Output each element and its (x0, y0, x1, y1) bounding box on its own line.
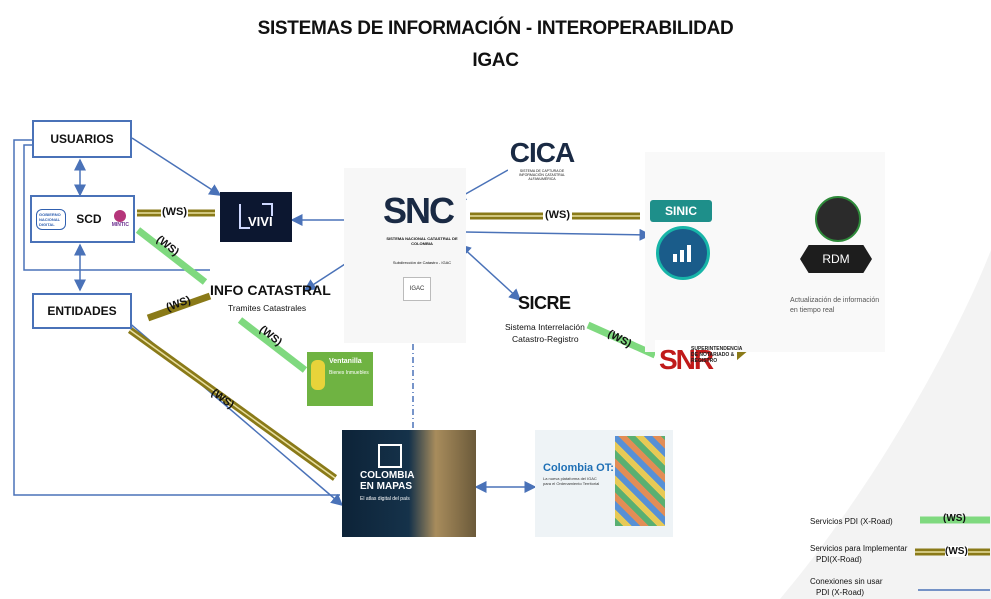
snr-subtitle: SUPERINTENDENCIA DE NOTARIADO & REGISTRO (691, 346, 743, 364)
legend-item-2-line1: Servicios para Implementar (810, 544, 908, 553)
mintic-logo: MINTIC (112, 210, 129, 228)
rdm-icon (815, 196, 861, 242)
sinic-node[interactable]: SINIC (650, 200, 712, 222)
legend-item-2-line2: PDI(X-Road) (816, 555, 862, 564)
ws-bar-scd-info (135, 227, 208, 285)
entidades-node[interactable]: ENTIDADES (32, 293, 132, 329)
sinic-chart-icon (656, 226, 710, 280)
info-catastral-node[interactable]: INFO CATASTRAL (210, 282, 331, 298)
sicre-sub2: Catastro-Registro (512, 334, 579, 344)
cica-subtitle: SISTEMA DE CAPTURA DE INFORMACIÓN CATAST… (519, 169, 565, 181)
legend-ws-1: (WS) (943, 513, 966, 524)
ventanilla-label: Ventanilla (329, 358, 362, 365)
connector-usuarios-mapas (13, 139, 340, 496)
ventanilla-node[interactable]: Ventanilla Bienes Inmuebles (307, 352, 373, 406)
ventanilla-sub: Bienes Inmuebles (329, 370, 369, 376)
ws-bar-info-ventanilla (237, 317, 308, 373)
igac-logo: IGAC (403, 277, 431, 301)
cica-logo: CICA (509, 137, 575, 168)
connector-usuarios-info (23, 144, 210, 271)
ventanilla-icon (311, 360, 325, 390)
diagram-subtitle: IGAC (472, 50, 519, 71)
usuarios-label: USUARIOS (50, 132, 114, 146)
vivi-label: VIVI (248, 214, 273, 229)
legend-item-1: Servicios PDI (X-Road) (810, 517, 893, 526)
snc-panel (344, 168, 466, 343)
connector-usuarios-vivi (131, 137, 222, 196)
ws-label-snc-sinic: (WS) (543, 209, 573, 221)
connector-snc-sinic (464, 228, 652, 241)
legend-item-3-line2: PDI (X-Road) (816, 588, 865, 597)
scd-label: SCD (76, 212, 102, 226)
ws-bar-sicre-snr (586, 321, 657, 359)
colombia-mapas-title: COLOMBIA EN MAPAS (360, 470, 415, 492)
watermark-shape (780, 250, 991, 599)
scd-node[interactable]: GOBIERNO NACIONAL DIGITAL SCD MINTIC (30, 195, 135, 243)
snc-caption: Subdirección de Catastro - IGAC (392, 260, 452, 265)
sicre-node[interactable]: SICRE (518, 293, 571, 313)
colombia-ot-title: Colombia OT: (543, 462, 614, 474)
mapas-frame-icon (378, 444, 402, 468)
cica-node[interactable]: CICA SISTEMA DE CAPTURA DE INFORMACIÓN C… (508, 137, 576, 187)
snr-node[interactable]: SNR SUPERINTENDENCIA DE NOTARIADO & REGI… (655, 340, 743, 400)
connector-snc-sicre (458, 243, 522, 302)
colombia-ot-node[interactable]: Colombia OT: La nueva plataforma del IGA… (535, 430, 673, 537)
snc-subtitle: SISTEMA NACIONAL CATASTRAL DE COLOMBIA (386, 236, 458, 246)
colombia-ot-map (615, 436, 665, 526)
rdm-node[interactable]: RDM (800, 245, 872, 273)
ws-bar-entidades-info (146, 292, 212, 322)
colombia-mapas-sub: El atlas digital del país (360, 496, 410, 502)
entidades-label: ENTIDADES (47, 304, 117, 318)
info-catastral-sub: Tramites Catastrales (228, 303, 307, 313)
usuarios-node[interactable]: USUARIOS (32, 120, 132, 158)
snr-logo: SNR (659, 344, 714, 375)
diagram-title: SISTEMAS DE INFORMACIÓN - INTEROPERABILI… (257, 18, 734, 39)
legend-item-3-line1: Conexiones sin usar (810, 577, 883, 586)
colombia-mapas-node[interactable]: COLOMBIA EN MAPAS El atlas digital del p… (342, 430, 476, 537)
ws-label-scd-vivi: (WS) (161, 206, 189, 218)
sicre-sub1: Sistema Interrelación (505, 322, 585, 332)
gobierno-digital-logo: GOBIERNO NACIONAL DIGITAL (36, 208, 66, 230)
vivi-node[interactable]: VIVI (220, 192, 292, 242)
colombia-ot-sub: La nueva plataforma del IGAC para el Ord… (543, 476, 600, 486)
snc-logo[interactable]: SNC (383, 190, 455, 231)
legend-ws-2: (WS) (945, 546, 968, 557)
vivi-icon (239, 203, 273, 229)
rdm-caption: Actualización de información en tiempo r… (790, 297, 880, 314)
